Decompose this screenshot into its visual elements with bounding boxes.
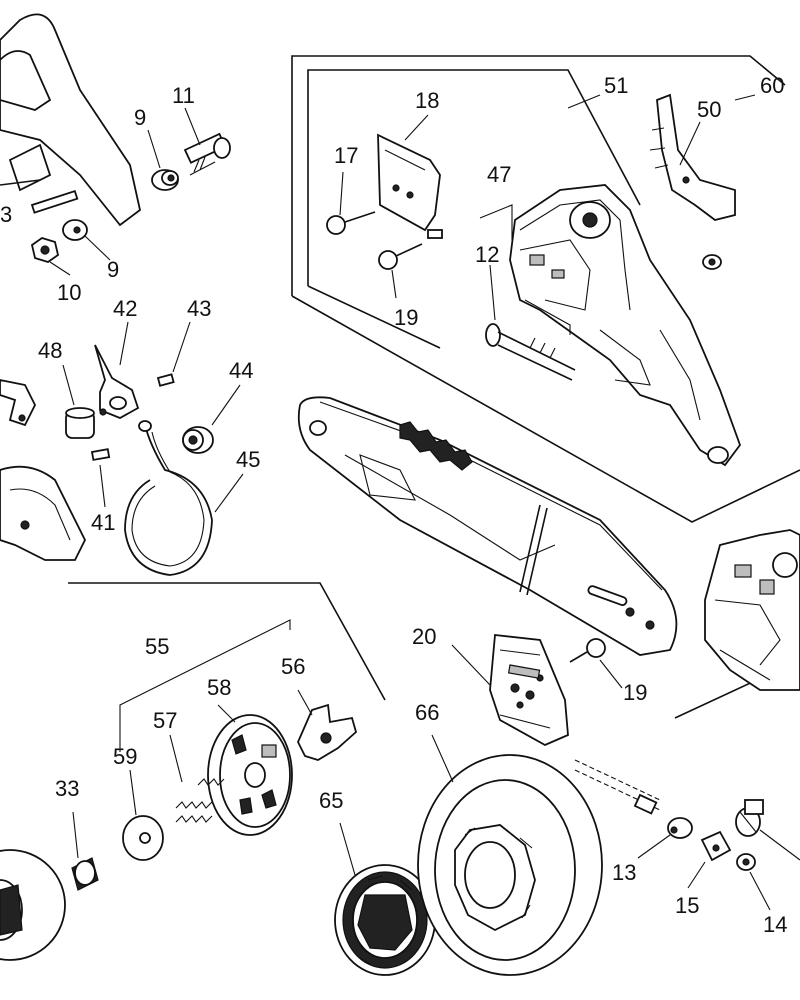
nut-10 bbox=[30, 237, 60, 263]
callout-56: 56 bbox=[281, 654, 305, 679]
callout-12: 12 bbox=[475, 242, 499, 267]
callout-14: 14 bbox=[763, 912, 787, 937]
callout-57: 57 bbox=[153, 708, 177, 733]
callout-9-top: 9 bbox=[134, 105, 146, 130]
callout-50: 50 bbox=[697, 97, 721, 122]
callout-44: 44 bbox=[229, 358, 253, 383]
bolt-12 bbox=[485, 323, 576, 381]
chain-guide-plate-18 bbox=[377, 133, 443, 239]
engine-housing-partial bbox=[704, 529, 800, 691]
callout-11: 11 bbox=[172, 83, 195, 108]
callout-58: 58 bbox=[207, 675, 231, 700]
assembly-frame-51 bbox=[307, 69, 641, 349]
bolt-11 bbox=[183, 132, 231, 176]
washer-59 bbox=[122, 815, 164, 861]
callout-66: 66 bbox=[415, 700, 439, 725]
callout-19-lower: 19 bbox=[623, 680, 647, 705]
callout-55: 55 bbox=[145, 634, 169, 659]
callout-41: 41 bbox=[91, 510, 115, 535]
callout-45: 45 bbox=[236, 447, 260, 472]
collar-44 bbox=[182, 426, 214, 454]
assembly-frame-60 bbox=[291, 55, 800, 523]
left-partial-lever bbox=[0, 379, 37, 427]
pin-41 bbox=[90, 448, 111, 461]
saw-chain-segment bbox=[399, 421, 473, 471]
screw-19-lower bbox=[569, 638, 606, 663]
washer-14 bbox=[736, 853, 756, 871]
callout-48: 48 bbox=[38, 338, 62, 363]
clutch-drum-58 bbox=[207, 714, 293, 836]
callout-18: 18 bbox=[415, 88, 439, 113]
lever-42 bbox=[94, 344, 140, 419]
callout-42: 42 bbox=[113, 296, 137, 321]
pin-43 bbox=[156, 373, 175, 387]
brake-band-45 bbox=[124, 420, 213, 576]
drum-partial-left bbox=[0, 849, 66, 961]
screw-19-upper bbox=[378, 243, 423, 270]
callout-65: 65 bbox=[319, 788, 343, 813]
block-15 bbox=[700, 830, 732, 862]
guide-bar bbox=[297, 396, 678, 656]
callout-9-bottom: 9 bbox=[107, 257, 119, 282]
callout-partial: 3 bbox=[0, 202, 12, 227]
clutch-frame-55 bbox=[68, 582, 386, 752]
callout-15: 15 bbox=[675, 893, 699, 918]
callout-59: 59 bbox=[113, 744, 137, 769]
callout-19-upper: 19 bbox=[394, 305, 418, 330]
screw-17 bbox=[326, 211, 376, 235]
callout-10: 10 bbox=[57, 280, 81, 305]
washer-9-lower bbox=[62, 219, 88, 241]
nut-13 bbox=[667, 817, 693, 839]
callout-13: 13 bbox=[612, 860, 636, 885]
callout-20: 20 bbox=[412, 624, 436, 649]
gear-assembly bbox=[735, 799, 764, 837]
callout-43: 43 bbox=[187, 296, 211, 321]
clutch-hub-56 bbox=[297, 703, 358, 761]
callout-51: 51 bbox=[604, 73, 628, 98]
bushing-48 bbox=[65, 407, 95, 439]
left-partial-cover bbox=[0, 465, 87, 561]
nut-right bbox=[702, 254, 722, 270]
callout-60: 60 bbox=[760, 73, 784, 98]
bracket-50 bbox=[649, 93, 736, 221]
rim-sprocket-65 bbox=[334, 864, 436, 976]
clutch-drum-66 bbox=[417, 754, 603, 976]
springs-57 bbox=[175, 778, 225, 823]
callout-47: 47 bbox=[487, 162, 511, 187]
adjuster-rod bbox=[574, 759, 661, 815]
bearing-33 bbox=[71, 857, 99, 891]
guide-plate-20 bbox=[489, 634, 569, 747]
sprocket-cover-47 bbox=[509, 184, 742, 467]
callout-17: 17 bbox=[334, 143, 358, 168]
callout-33: 33 bbox=[55, 776, 79, 801]
washer-9-upper bbox=[151, 169, 179, 191]
handle-assembly: 3 bbox=[0, 13, 142, 227]
